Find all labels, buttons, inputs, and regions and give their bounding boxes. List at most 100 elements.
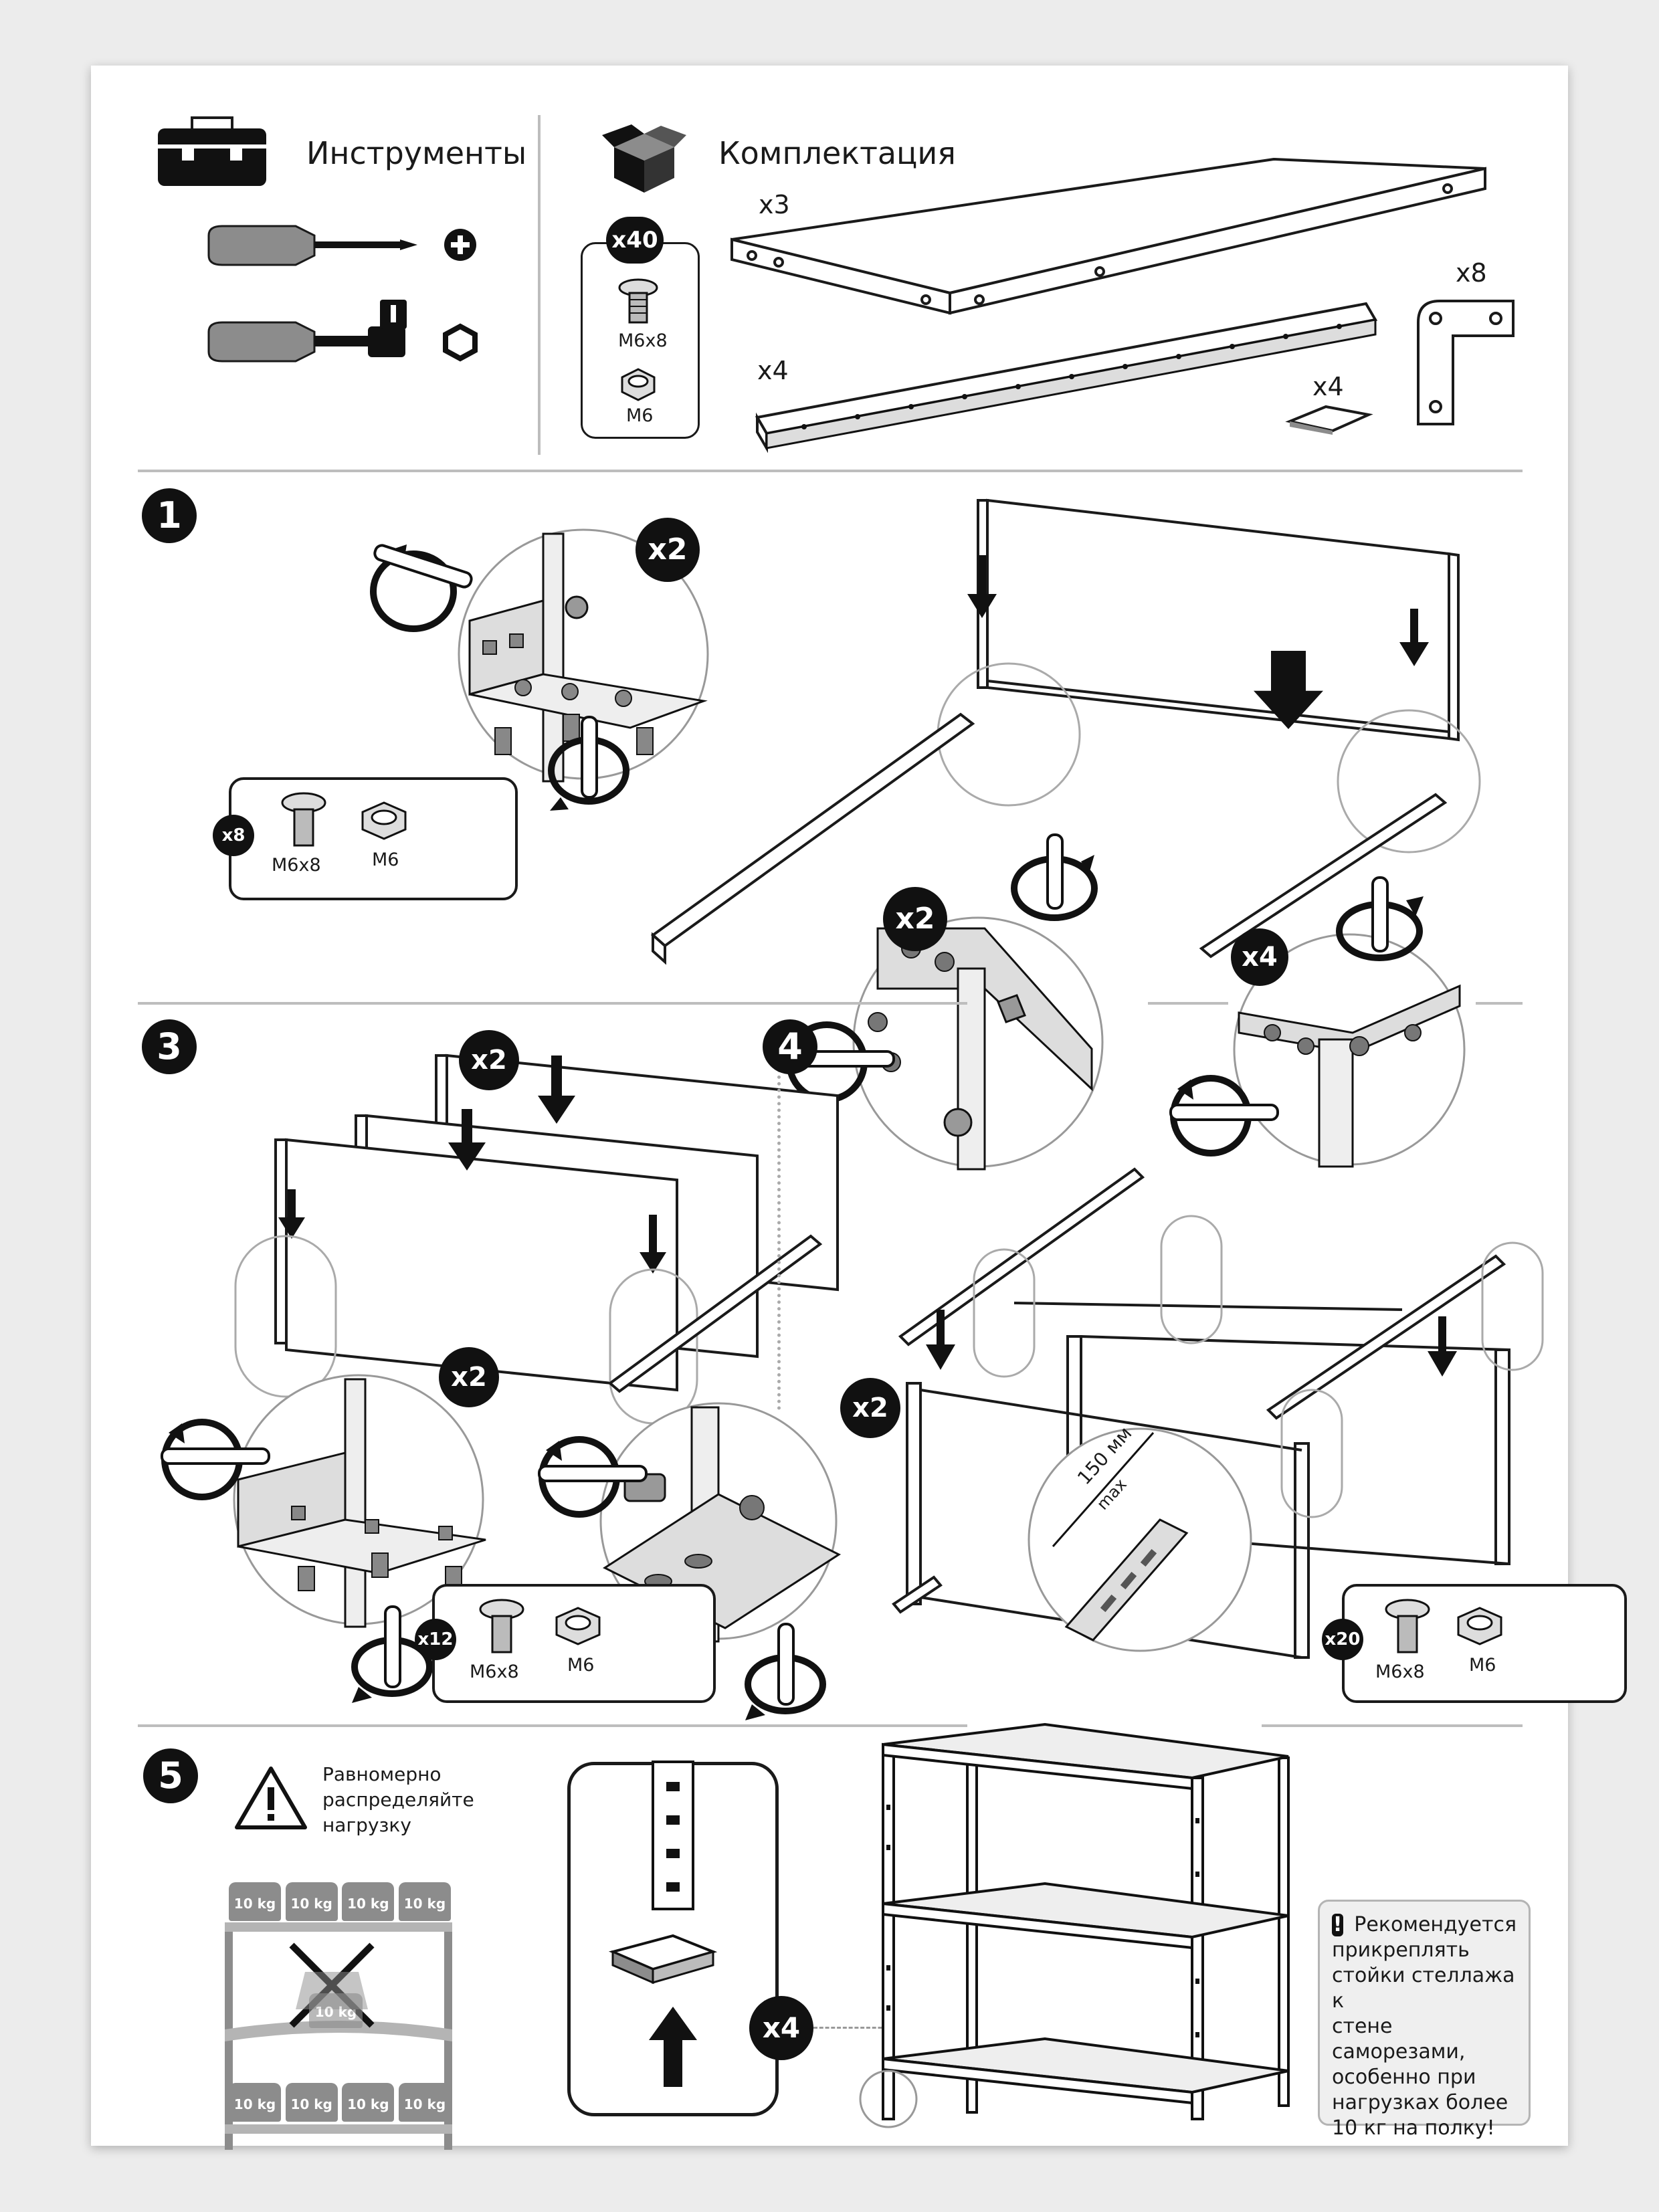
kit-hardware-count: x40 (606, 217, 664, 264)
step4-assembly-drawing (892, 1167, 1544, 1659)
step3-rotate-right-bottom-icon (745, 1623, 826, 1720)
step3-rotate-left-icon (161, 1419, 270, 1500)
step1-screwdriver-rotate-top-icon (370, 544, 473, 632)
divider-2c (1476, 1002, 1523, 1005)
recommendation-line: особенно при (1332, 2066, 1476, 2089)
divider-3b (1262, 1724, 1523, 1727)
foot-install-drawing (608, 1761, 718, 2087)
step4-nut-label: M6 (1469, 1655, 1496, 1676)
step-1-number: 1 (142, 488, 197, 543)
step4-zoom-right-circle (1233, 933, 1466, 1168)
step3-assembly-drawing (234, 1053, 839, 1425)
bottom-weights-row: 10 kg 10 kg 10 kg 10 kg (229, 2083, 451, 2122)
shelf-qty: x3 (759, 190, 790, 219)
recommendation-line: стене саморезами, (1332, 2015, 1466, 2064)
step-5-number: 5 (143, 1748, 198, 1803)
step3-bolt-icon (479, 1599, 524, 1653)
final-shelving-unit-drawing (859, 1722, 1290, 2128)
top-weights-row: 10 kg 10 kg 10 kg 10 kg (229, 1882, 451, 1921)
bracket-qty: x8 (1456, 258, 1487, 288)
overload-weight-icon: 10 kg (309, 1993, 363, 2028)
step4-nut-icon (1457, 1607, 1502, 1645)
step1-screwdriver-rotate-bottom-icon (548, 716, 629, 811)
step5-warning-text: Равномерно распределяйте нагрузку (322, 1762, 474, 1838)
kit-bolt-label: M6x8 (618, 330, 668, 351)
step1-hardware-box (229, 777, 518, 900)
nut-icon (621, 368, 656, 401)
step1-bolt-icon (281, 792, 326, 847)
step4-bolt-icon (1385, 1599, 1430, 1653)
step1-assembly-drawing (650, 498, 1481, 965)
recommendation-line: Рекомендуется (1354, 1913, 1517, 1936)
weight-icon: 10 kg (285, 2083, 338, 2122)
step-separator-dotted (777, 1069, 781, 1410)
step-3-number: 3 (142, 1019, 197, 1074)
recommendation-line: нагрузках более (1332, 2091, 1508, 2114)
bolt-icon (618, 278, 658, 324)
step4-bolt-label: M6x8 (1375, 1662, 1425, 1682)
step2-rotate-top-icon (1011, 833, 1098, 921)
divider-2a (138, 1002, 967, 1005)
step-4-number: 4 (763, 1019, 817, 1074)
weight-icon: 10 kg (398, 1882, 451, 1921)
step3-zoom-left-circle (233, 1374, 486, 1628)
step3-panels-count: x2 (459, 1030, 519, 1090)
step3-hw-count: x12 (415, 1619, 456, 1660)
warning-line: Равномерно (322, 1763, 442, 1785)
step2-zoom-circle (852, 916, 1104, 1171)
foot-qty: x4 (1312, 372, 1344, 401)
recommendation-line: стойки стеллажа к (1332, 1964, 1515, 2013)
warning-line: распределяйте (322, 1789, 474, 1811)
toolbox-icon (158, 116, 266, 186)
kit-hardware-box (581, 242, 700, 439)
foot-callout-line (813, 2027, 894, 2029)
step3-rotate-bottom-icon (351, 1605, 433, 1703)
weight-icon: 10 kg (342, 1882, 395, 1921)
step4-rotate-top-icon (1336, 876, 1424, 961)
step1-zoom-count: x2 (636, 518, 700, 582)
warning-triangle-icon (235, 1767, 307, 1829)
step1-nut-icon (361, 801, 407, 840)
wall-mount-recommendation: ! Рекомендуется прикреплять стойки стелл… (1318, 1900, 1531, 2140)
step3-bolt-label: M6x8 (470, 1662, 519, 1682)
step3-zoom-left-count: x2 (439, 1347, 499, 1407)
step4-spacing-zoom-circle (1028, 1427, 1252, 1652)
plastic-foot-drawing (1285, 405, 1373, 435)
warning-line: нагрузку (322, 1814, 411, 1836)
step1-bolt-label: M6x8 (272, 855, 321, 876)
divider-2b (1148, 1002, 1228, 1005)
step3-nut-label: M6 (567, 1655, 595, 1676)
step3-rotate-right-icon (538, 1436, 648, 1518)
socket-wrench-icon (207, 300, 478, 363)
post-qty: x4 (757, 356, 789, 385)
recommendation-line: прикреплять (1332, 1938, 1470, 1962)
weight-icon: 10 kg (229, 2083, 281, 2122)
step4-rotate-left-icon (1169, 1075, 1279, 1157)
step1-nut-label: M6 (372, 849, 399, 870)
step2-zoom-count: x2 (883, 887, 947, 951)
header-divider (538, 115, 541, 455)
kit-nut-label: M6 (626, 405, 654, 426)
corner-bracket-drawing (1417, 300, 1515, 425)
step4-hw-count: x20 (1322, 1619, 1363, 1660)
step3-zoom-right-count: x2 (840, 1378, 900, 1438)
instruction-sheet: Инструменты Комплектация x40 M6x8 M6 x (91, 66, 1627, 2150)
step4-zoom-right-count: x4 (1231, 928, 1288, 986)
weight-icon: 10 kg (398, 2083, 451, 2122)
weight-icon: 10 kg (285, 1882, 338, 1921)
weight-icon: 10 kg (229, 1882, 281, 1921)
exclamation-icon: ! (1332, 1913, 1344, 1936)
box-icon (602, 124, 686, 193)
foot-count: x4 (749, 1996, 813, 2060)
shelf-panel-drawing (730, 157, 1486, 315)
divider-1 (138, 470, 1523, 472)
step3-nut-icon (555, 1607, 601, 1645)
step1-zoom-circle (458, 528, 709, 783)
recommendation-line: 10 кг на полку! (1332, 2116, 1495, 2140)
step1-hw-count: x8 (213, 815, 254, 856)
kit-title: Комплектация (718, 135, 956, 171)
weight-icon: 10 kg (342, 2083, 395, 2122)
phillips-screwdriver-icon (207, 225, 476, 266)
angle-post-drawing (755, 302, 1378, 454)
divider-3a (138, 1724, 967, 1727)
